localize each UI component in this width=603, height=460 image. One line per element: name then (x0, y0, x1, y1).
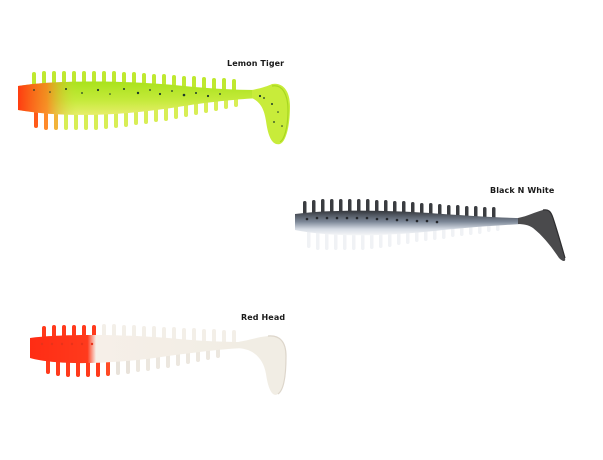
product-label-lemon-tiger: Lemon Tiger (227, 59, 285, 68)
product-label-black-n-white: Black N White (490, 186, 555, 195)
product-label-red-head: Red Head (241, 313, 286, 322)
lure-image-black-n-white (293, 196, 573, 266)
lure-image-lemon-tiger (14, 66, 294, 150)
lure-image-red-head (28, 322, 298, 400)
